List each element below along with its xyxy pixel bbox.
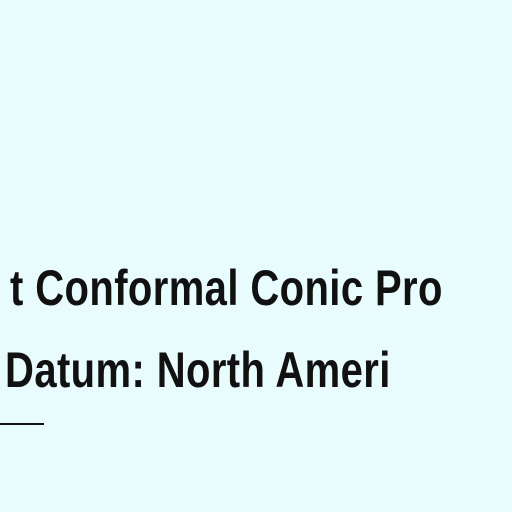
datum-label: l Datum: North Ameri — [0, 342, 391, 398]
projection-label: t Conformal Conic Pro — [10, 260, 443, 316]
underline-rule — [0, 423, 44, 425]
